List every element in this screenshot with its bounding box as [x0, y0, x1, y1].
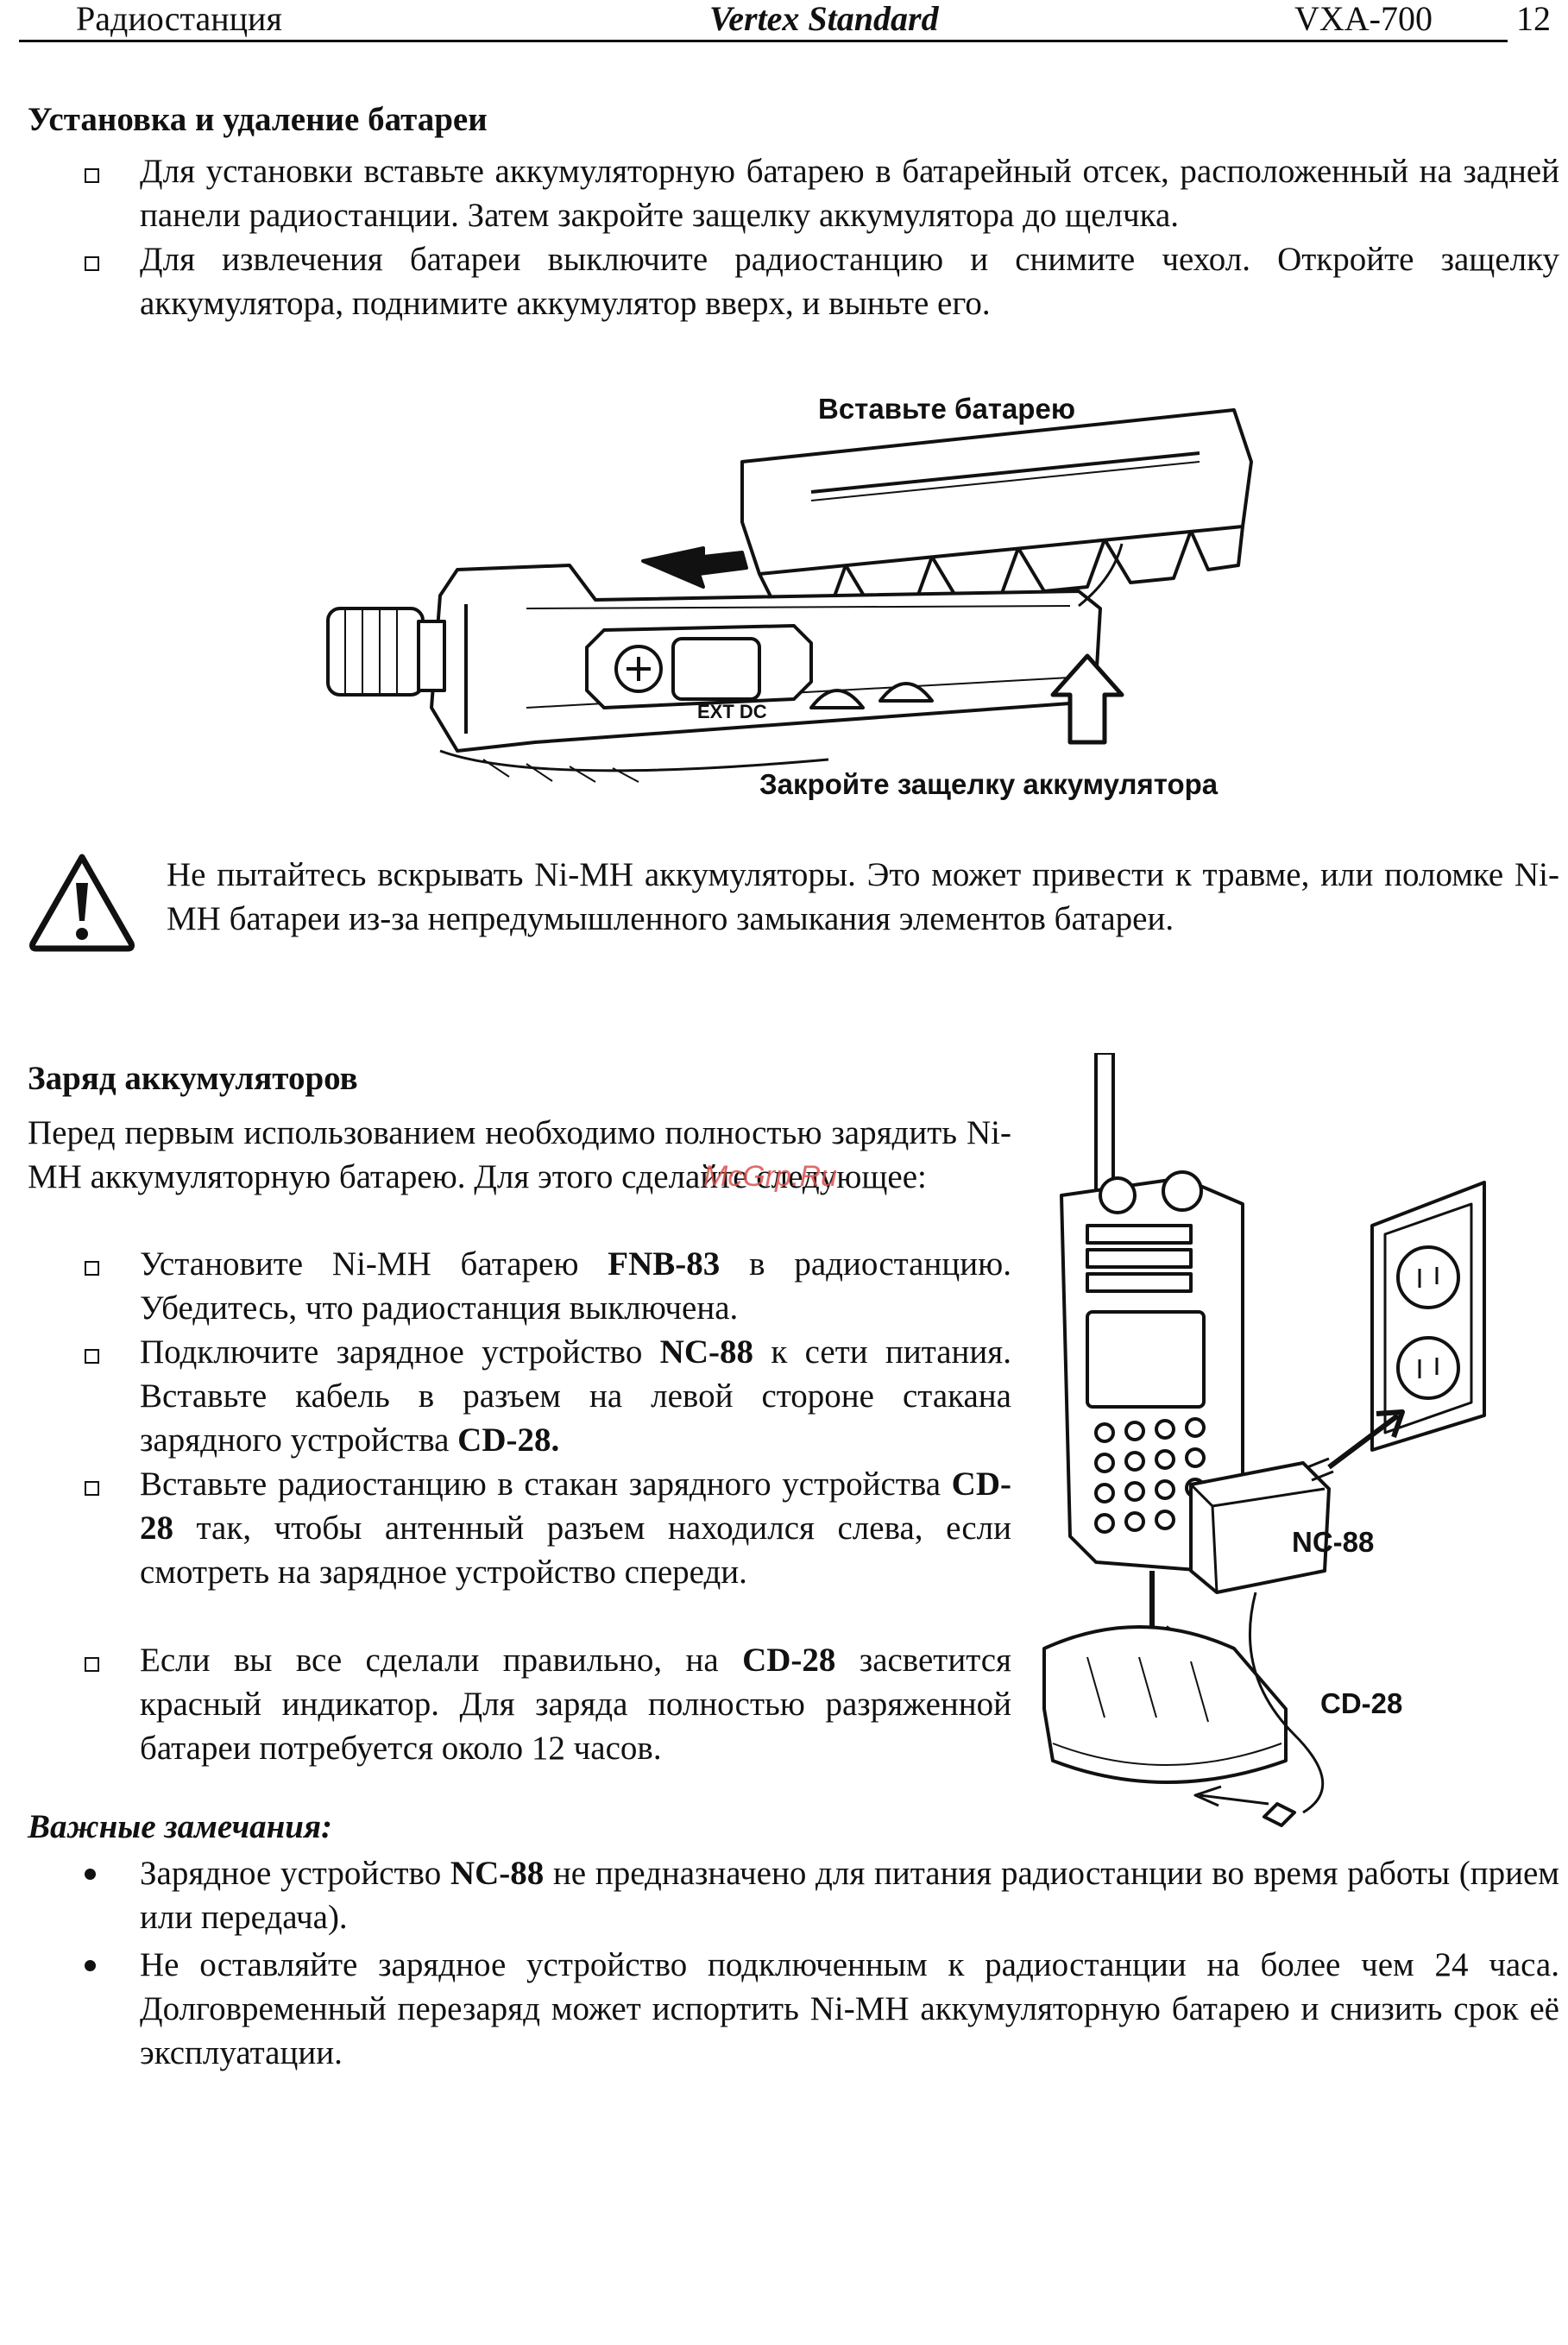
charging-bullet-2: Подключите зарядное устройство NC-88 к с… — [140, 1333, 1011, 1459]
bullet-square — [85, 168, 99, 183]
charger-illustration — [1042, 1051, 1486, 1827]
note-item-2: Не оставляйте зарядное устройство подклю… — [140, 1946, 1559, 2071]
section-title-charging: Заряд аккумуляторов — [28, 1060, 358, 1097]
header-brand: Vertex Standard — [709, 0, 939, 38]
battery-bullet-1: Для установки вставьте аккумуляторную ба… — [140, 153, 1559, 234]
charging-intro: Перед первым использованием необходимо п… — [28, 1114, 1011, 1195]
note-item-1: Зарядное устройство NC-88 не предназначе… — [140, 1855, 1559, 1936]
header-left: Радиостанция — [76, 0, 282, 38]
battery-bullet-2: Для извлечения батареи выключите радиост… — [140, 241, 1559, 322]
bullet-dot — [85, 1960, 96, 1971]
warning-text: Не пытайтесь вскрывать Ni-MH аккумулятор… — [167, 856, 1559, 937]
charging-bullet-4: Если вы все сделали правильно, на CD-28 … — [140, 1642, 1011, 1767]
page-number: 12 — [1516, 0, 1551, 38]
warning-icon — [26, 850, 138, 954]
battery-install-figure: EXT DC — [311, 380, 1286, 829]
label-nc-88: NC-88 — [1292, 1526, 1375, 1558]
bullet-square — [85, 1481, 99, 1496]
label-cd-28: CD-28 — [1320, 1687, 1403, 1719]
charging-bullet-3: Вставьте радиостанцию в стакан зарядного… — [140, 1466, 1011, 1591]
notes-title: Важные замечания: — [28, 1808, 333, 1845]
label-close-latch: Закройте защелку аккумулятора — [759, 768, 1219, 800]
header-rule — [19, 40, 1508, 42]
battery-install-illustration: EXT DC — [326, 408, 1253, 783]
bullet-square — [85, 256, 99, 271]
header-model: VXA-700 — [1294, 0, 1433, 38]
bullet-square — [85, 1657, 99, 1672]
bullet-square — [85, 1349, 99, 1364]
section-title-battery: Установка и удаление батареи — [28, 101, 488, 138]
label-insert-battery: Вставьте батарею — [818, 393, 1075, 425]
charging-bullet-1: Установите Ni-MH батарею FNB-83 в радиос… — [140, 1245, 1011, 1327]
ext-dc-label: EXT DC — [697, 701, 767, 722]
bullet-dot — [85, 1869, 96, 1880]
watermark: McGrp.Ru — [703, 1160, 837, 1193]
charger-figure — [1036, 1051, 1519, 1830]
bullet-square — [85, 1261, 99, 1276]
